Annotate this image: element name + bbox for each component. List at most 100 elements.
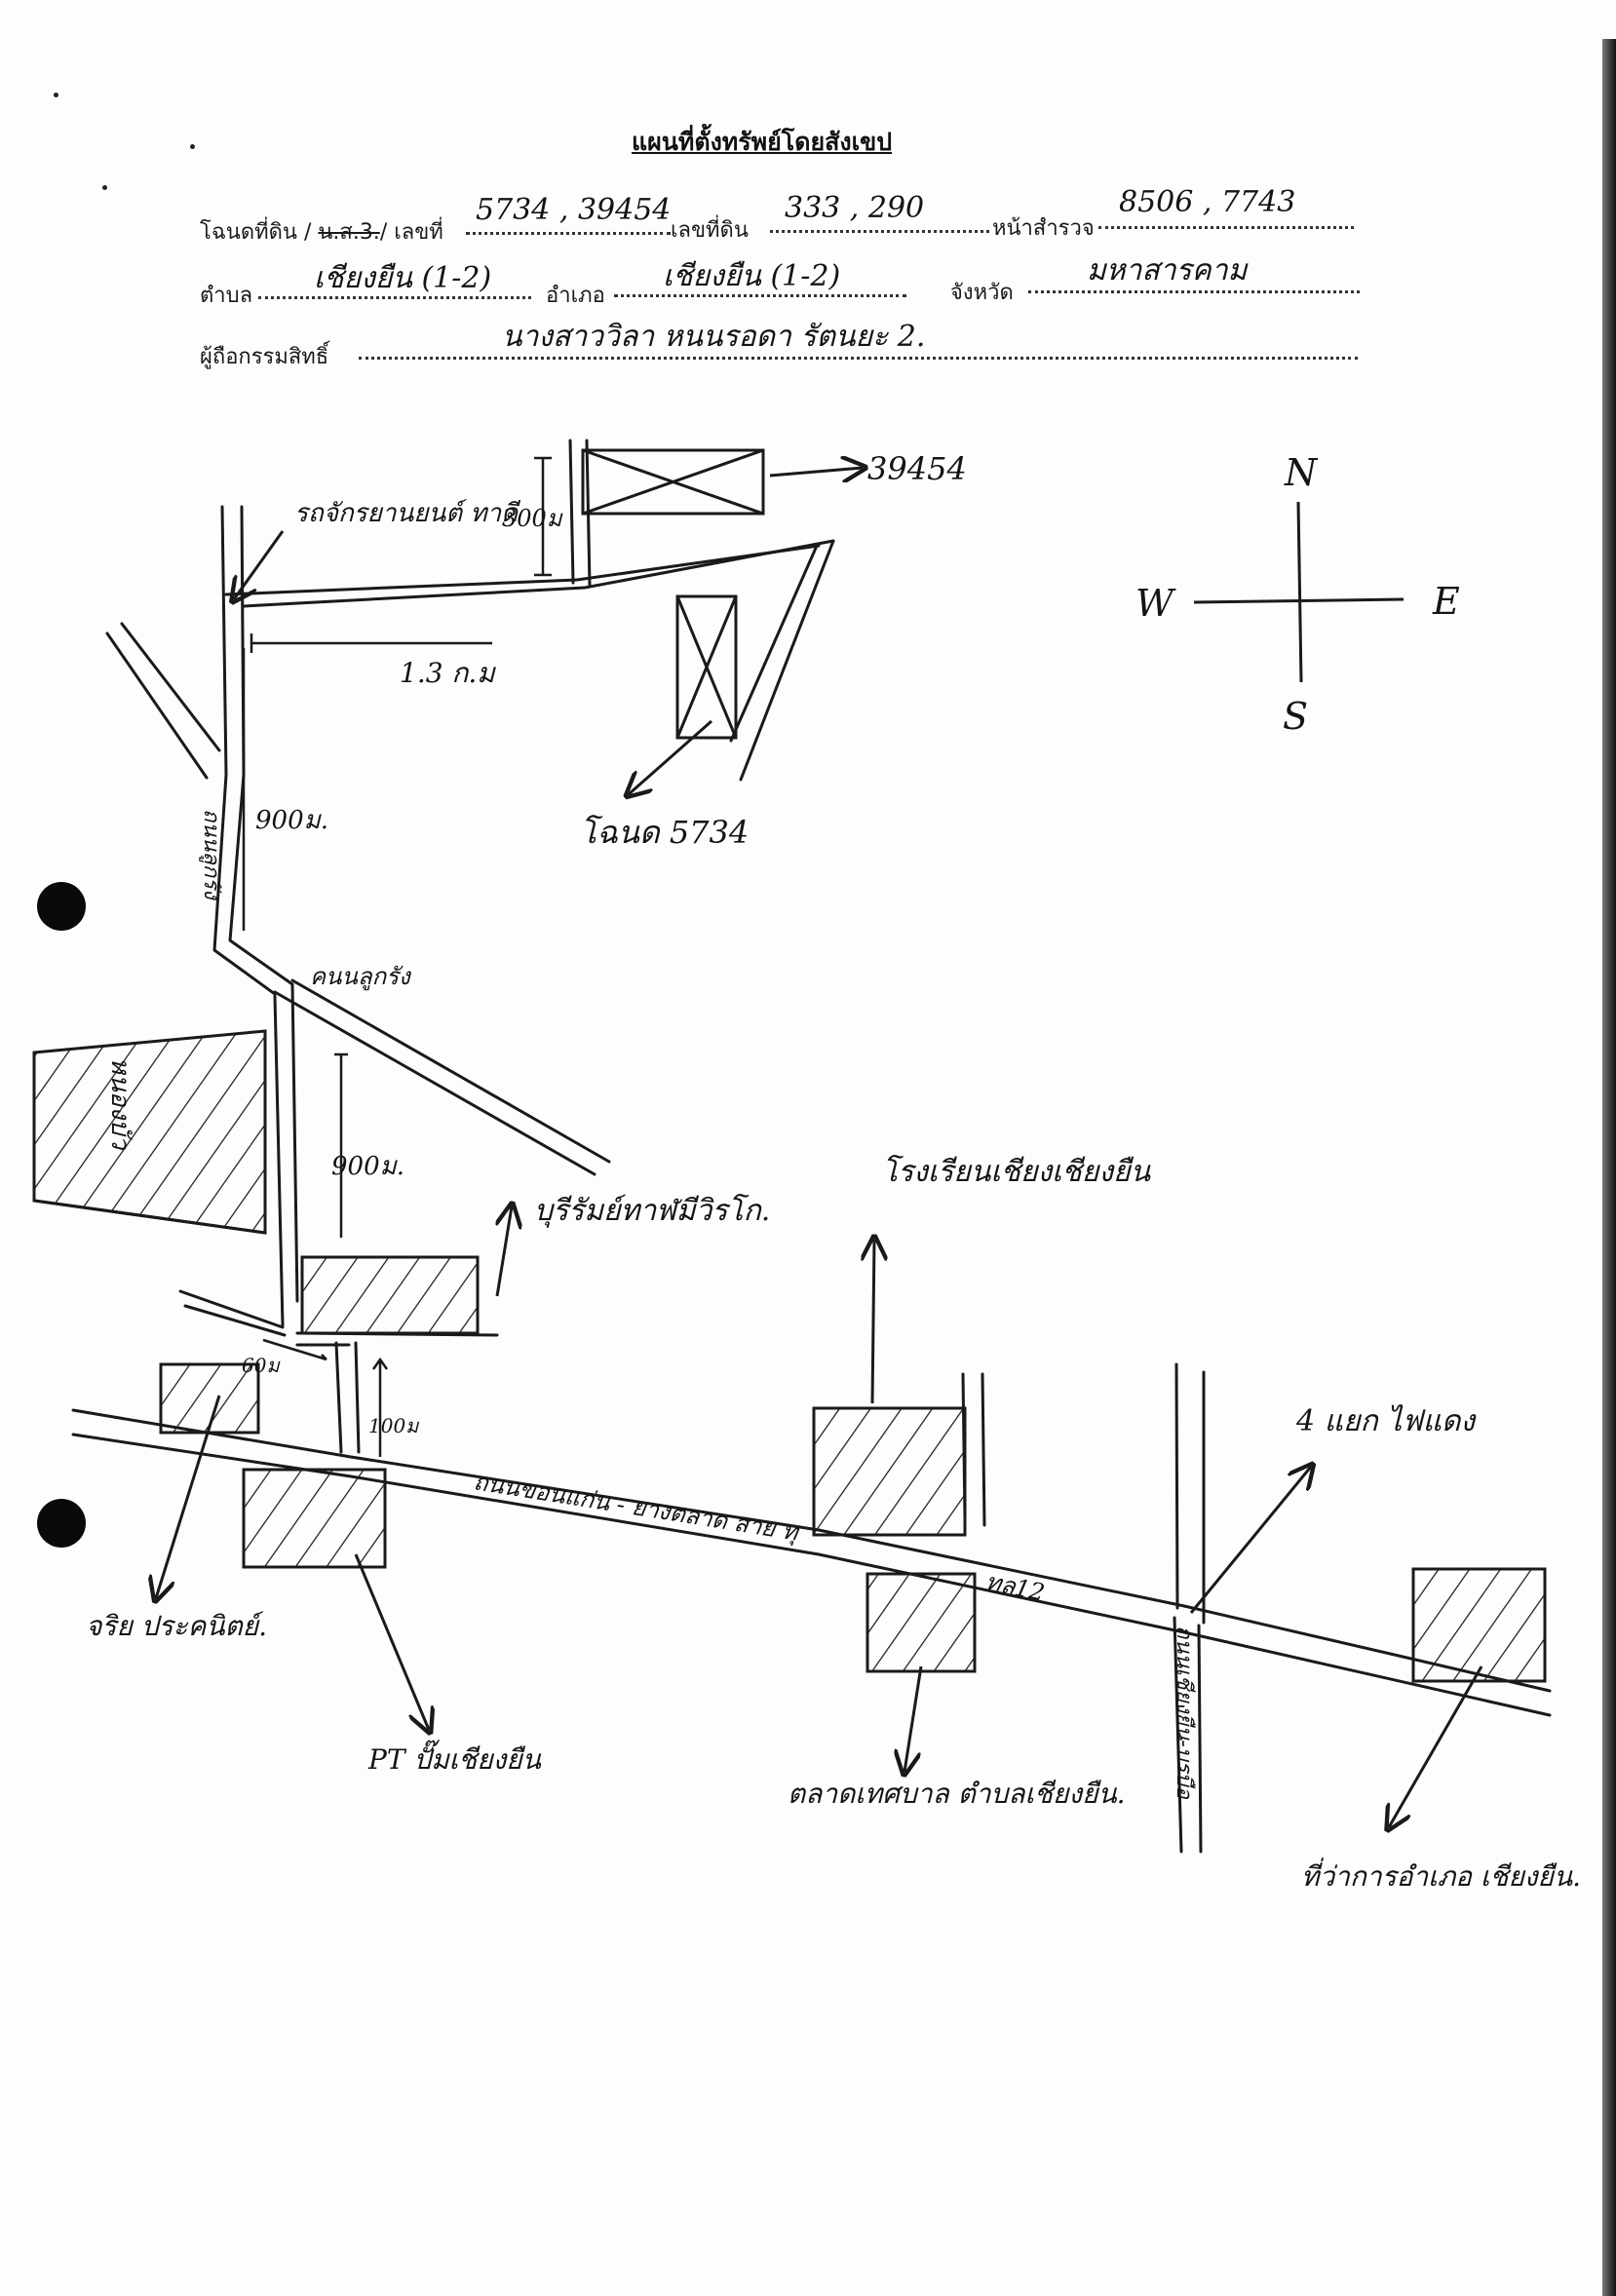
owner-line <box>359 357 1358 360</box>
hatched-temple-block <box>300 1255 480 1335</box>
road-top-upper <box>224 544 821 596</box>
arrow-car-shop <box>234 530 285 599</box>
scan-speck <box>54 93 58 97</box>
district-value: เชียงยืน (1-2) <box>663 259 841 293</box>
parcel-5734 <box>675 594 738 740</box>
label-paved-road: คนนลูกรัง <box>310 963 412 991</box>
dim-100m <box>371 1357 389 1457</box>
arrow-pharmacy <box>156 1395 221 1598</box>
compass-east: E <box>1432 580 1460 623</box>
arrow-5734 <box>629 719 712 794</box>
subdistrict-label: ตำบล <box>200 284 253 308</box>
label-900m: 900ม. <box>255 806 328 835</box>
arrow-district <box>1389 1665 1483 1827</box>
arrow-school <box>872 1240 874 1404</box>
dim-300m <box>534 456 552 577</box>
compass-north: N <box>1284 451 1319 494</box>
dim-1-3km <box>250 633 492 653</box>
dim-900m-b <box>334 1052 348 1238</box>
road-left-branch-b <box>120 622 221 752</box>
label-temple: บุรีรัมย์ทาฬมีวิรโก. <box>534 1193 770 1228</box>
punch-hole <box>37 1499 86 1548</box>
owner-label: ผู้ถือกรรมสิทธิ์ <box>200 345 329 369</box>
arrow-39454 <box>769 468 863 476</box>
owner-value: นางสาววิลา หนนรอดา รัตนยะ 2. <box>502 320 926 354</box>
survey-page-value: 8506 , 7743 <box>1119 185 1296 219</box>
deed-label: โฉนดที่ดิน / น.ส.3./ เลขที่ <box>200 220 443 245</box>
road-east-diag-b <box>739 539 835 782</box>
district-line <box>614 294 906 297</box>
hatched-pt-station <box>242 1468 387 1569</box>
road-mid-left <box>273 994 285 1327</box>
page-title: แผนที่ตั้งทรัพย์โดยสังเขป <box>632 128 893 156</box>
school-road-b <box>981 1372 986 1527</box>
arrow-market <box>904 1665 923 1772</box>
arrow-pt <box>354 1553 429 1730</box>
road-temple-diag-a <box>273 990 596 1176</box>
hatched-pharmacy <box>159 1362 260 1435</box>
label-1-3km: 1.3 ก.ม <box>400 657 496 689</box>
label-district-office: ที่ว่าการอำเภอ เชียงยืน. <box>1301 1857 1581 1893</box>
road-lower-stub <box>295 1331 499 1347</box>
label-municipality: ตลาดเทศบาล ตำบลเชียงยืน. <box>788 1778 1126 1810</box>
punch-hole <box>37 882 86 931</box>
side-road-vertical-a <box>1174 1362 1179 1610</box>
label-side-road: ถนนเชียงยืน-บรบือ <box>1172 1626 1196 1800</box>
road-soi-left <box>334 1341 361 1454</box>
label-pt-station: PT ปั๊มเชียงยืน <box>367 1740 542 1776</box>
parcel-39454 <box>581 448 765 516</box>
label-junction: 4 แยก ไฟแดง <box>1295 1404 1477 1438</box>
province-label: จังหวัด <box>950 281 1014 305</box>
road-left-branch-a <box>105 631 209 780</box>
compass-west: W <box>1135 582 1176 625</box>
district-label: อำเภอ <box>546 284 605 308</box>
province-value: มหาสารคาม <box>1087 253 1248 287</box>
road-lower-west <box>178 1289 287 1337</box>
land-no-line <box>770 230 989 233</box>
hatched-district-office <box>1411 1567 1547 1683</box>
road-top-lower <box>242 539 835 608</box>
label-100m: 100ม <box>368 1414 420 1437</box>
label-main-road: ถนนขอนแก่น - ยางตลาด สาย ทุ <box>472 1468 802 1548</box>
hatched-market <box>866 1572 977 1673</box>
road-east-diag-a <box>729 544 819 743</box>
dim-60m <box>262 1338 327 1361</box>
label-car-shop: รถจักรยานยนต์ ทาดี <box>294 499 521 528</box>
side-road-vertical-c <box>1173 1616 1183 1854</box>
survey-page-label: หน้าสำรวจ <box>992 216 1095 241</box>
scan-speck <box>102 185 107 190</box>
arrow-junction <box>1189 1467 1311 1614</box>
subdistrict-value: เชียงยืน (1-2) <box>314 261 492 295</box>
arrow-temple <box>497 1206 512 1297</box>
road-upper-west-right <box>228 505 294 986</box>
label-school: โรงเรียนเชียงเชียงยืน <box>882 1154 1152 1189</box>
label-parcel-39454: 39454 <box>867 450 967 487</box>
label-nh12: ทล12 <box>983 1567 1048 1606</box>
label-road-side: ถนนลูกรัง <box>199 809 223 901</box>
compass-south: S <box>1283 695 1308 738</box>
label-60m: 60ม <box>242 1354 281 1377</box>
main-road-lower <box>71 1433 1552 1717</box>
subdistrict-line <box>258 296 531 299</box>
scan-edge <box>1602 39 1616 2296</box>
label-300m: 300ม <box>502 505 563 532</box>
compass-rose <box>1193 501 1404 683</box>
land-no-label: เลขที่ดิน <box>671 218 749 243</box>
deed-no-value: 5734 , 39454 <box>476 193 672 227</box>
road-mid-right <box>290 982 299 1303</box>
road-upper-west-left <box>212 505 277 996</box>
side-road-vertical-d <box>1197 1624 1203 1854</box>
deed-no-line <box>466 232 671 235</box>
label-parcel-5734: โฉนด 5734 <box>580 814 749 851</box>
scan-speck <box>190 144 195 149</box>
label-pharmacy: จริย ประคนิตย์. <box>86 1610 267 1642</box>
label-school-bldg: หนองบัว <box>105 1057 135 1151</box>
road-temple-diag-b <box>290 978 611 1164</box>
survey-page-line <box>1098 226 1354 229</box>
land-no-value: 333 , 290 <box>785 191 925 225</box>
label-900m-b: 900ม. <box>331 1152 404 1181</box>
hatched-area-west <box>32 1029 267 1235</box>
province-line <box>1028 290 1360 293</box>
